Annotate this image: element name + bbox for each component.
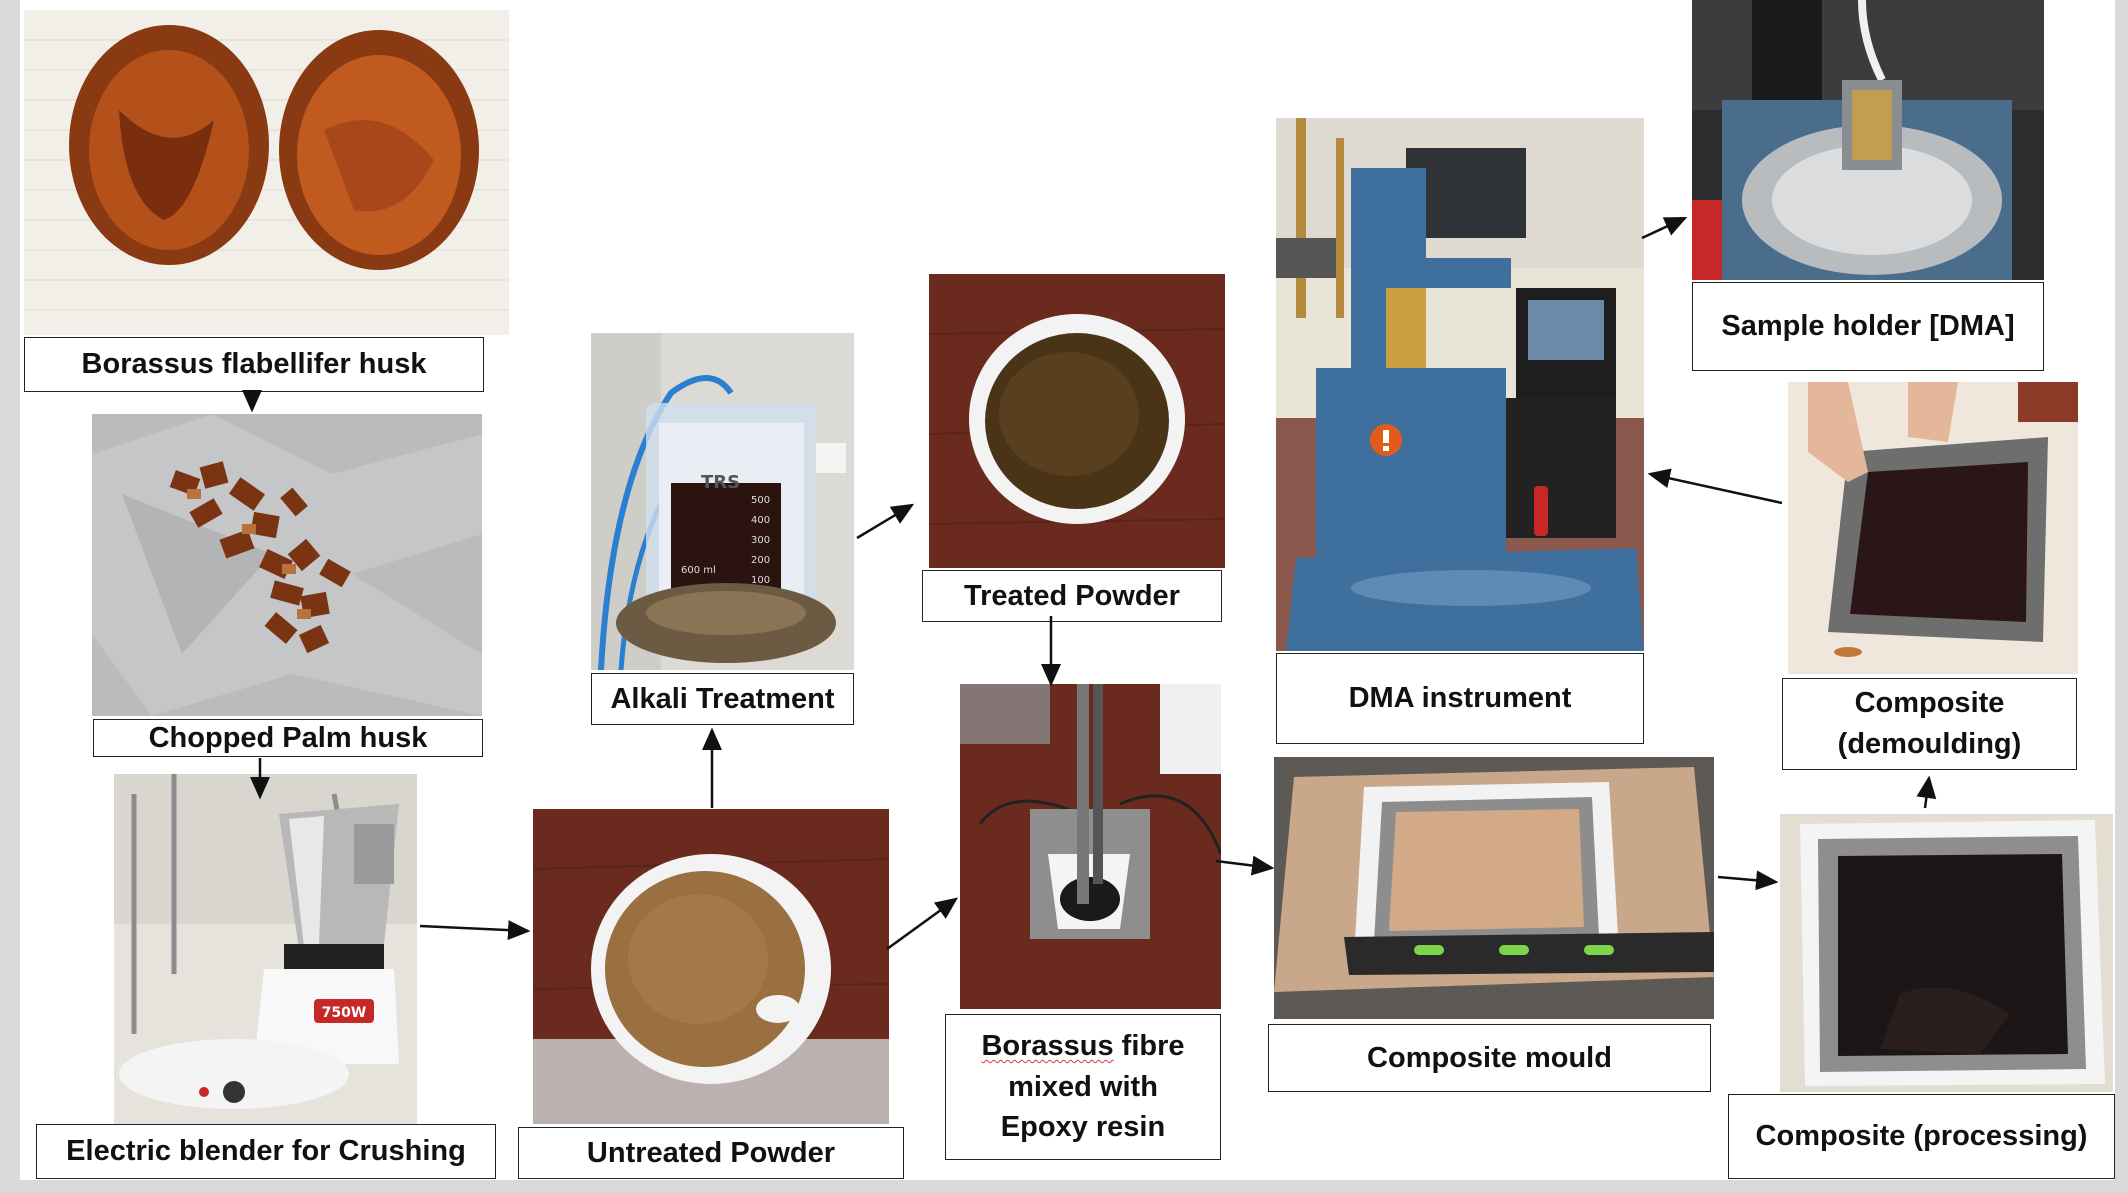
svg-text:100: 100 <box>751 575 770 586</box>
treated-powder-photo <box>929 274 1225 568</box>
alkali-treatment-photo: TRS 500 400 300 200 100 600 ml <box>591 333 854 670</box>
composite-mould-photo <box>1274 757 1714 1019</box>
composite-demoulding-label: Composite (demoulding) <box>1782 678 2077 770</box>
composite-processing-label: Composite (processing) <box>1728 1094 2115 1179</box>
process-flow-diagram: Borassus flabellifer husk <box>20 0 2115 1180</box>
treated-powder-label: Treated Powder <box>922 570 1222 622</box>
sample-holder-photo <box>1692 0 2044 280</box>
fibre-epoxy-label: Borassus fibre mixed with Epoxy resin <box>945 1014 1221 1160</box>
chopped-husk-label: Chopped Palm husk <box>93 719 483 757</box>
blender-badge: 750W <box>322 1005 367 1021</box>
svg-text:200: 200 <box>751 555 770 566</box>
husk-label: Borassus flabellifer husk <box>24 337 484 392</box>
composite-demoulding-photo <box>1788 382 2078 674</box>
blender-photo: 750W <box>114 774 417 1124</box>
svg-text:400: 400 <box>751 515 770 526</box>
svg-text:300: 300 <box>751 535 770 546</box>
composite-mould-label: Composite mould <box>1268 1024 1711 1092</box>
svg-text:600 ml: 600 ml <box>681 565 716 576</box>
blender-label: Electric blender for Crushing <box>36 1124 496 1179</box>
dma-instrument-photo <box>1276 118 1644 651</box>
fibre-epoxy-mixing-photo <box>960 684 1221 1009</box>
untreated-powder-photo <box>533 809 889 1124</box>
untreated-powder-label: Untreated Powder <box>518 1127 904 1179</box>
svg-text:500: 500 <box>751 495 770 506</box>
beaker-brand: TRS <box>701 472 740 493</box>
alkali-treatment-label: Alkali Treatment <box>591 673 854 725</box>
husk-photo <box>24 10 509 335</box>
dma-instrument-label: DMA instrument <box>1276 653 1644 744</box>
composite-processing-photo <box>1780 814 2113 1092</box>
chopped-husk-photo <box>92 414 482 716</box>
sample-holder-label: Sample holder [DMA] <box>1692 282 2044 371</box>
